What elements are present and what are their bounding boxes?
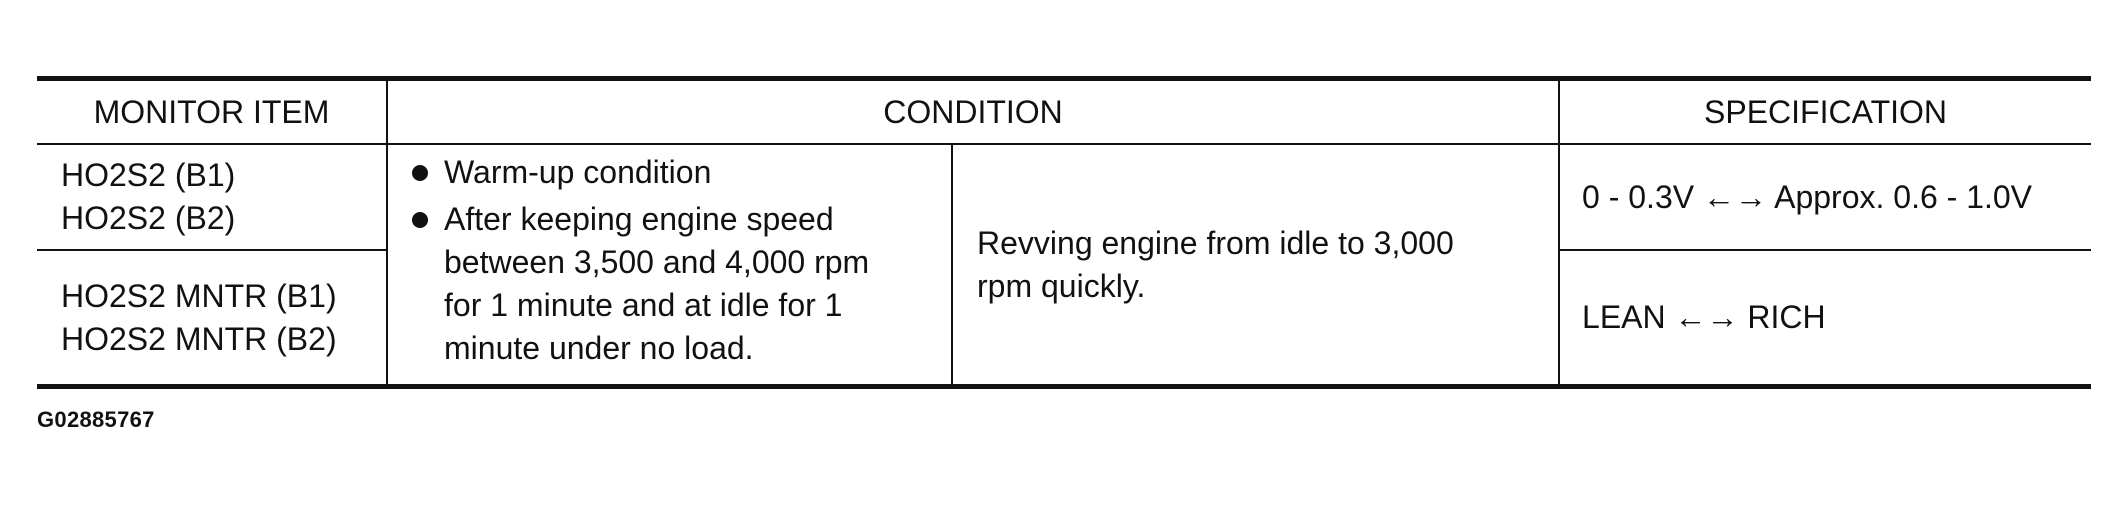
condition-bullets-cell: Warm-up condition After keeping engine s… [386, 143, 953, 388]
header-monitor-item: MONITOR ITEM [37, 78, 388, 145]
header-specification: SPECIFICATION [1558, 78, 2092, 145]
specification-table: MONITOR ITEM CONDITION SPECIFICATION HO2… [37, 76, 2092, 389]
monitor-item: HO2S2 (B1) [61, 157, 236, 193]
monitor-item: HO2S2 MNTR (B1) [61, 277, 337, 314]
bullet-icon [412, 165, 428, 181]
condition-operation-cell: Revving engine from idle to 3,000 rpm qu… [950, 143, 1561, 388]
monitor-item-cell: HO2S2 (B1) HO2S2 (B2) [37, 143, 388, 251]
monitor-item-cell: HO2S2 MNTR (B1) HO2S2 MNTR (B2) [37, 249, 388, 387]
specification-cell: LEAN ←→ RICH [1558, 249, 2092, 387]
condition-bullet-item: After keeping engine speed between 3,500… [408, 198, 951, 370]
header-row: MONITOR ITEM CONDITION SPECIFICATION [37, 78, 2092, 145]
table-row: HO2S2 (B1) HO2S2 (B2) Warm-up condition … [37, 143, 2092, 388]
specification-cell: 0 - 0.3V ←→ Approx. 0.6 - 1.0V [1558, 143, 2092, 251]
condition-list: Warm-up condition After keeping engine s… [408, 151, 951, 370]
figure-code: G02885767 [37, 407, 155, 432]
condition-bullet-item: Warm-up condition [408, 151, 951, 194]
condition-operation-text: rpm quickly. [977, 267, 1146, 304]
header-condition: CONDITION [385, 78, 1561, 145]
monitor-item: HO2S2 (B2) [61, 200, 236, 236]
bullet-icon [412, 212, 428, 228]
table-row: HO2S2 MNTR (B1) HO2S2 MNTR (B2) LEAN ←→ … [37, 249, 2092, 387]
condition-operation-text: Revving engine from idle to 3,000 [977, 224, 1454, 261]
monitor-item: HO2S2 MNTR (B2) [61, 320, 337, 357]
